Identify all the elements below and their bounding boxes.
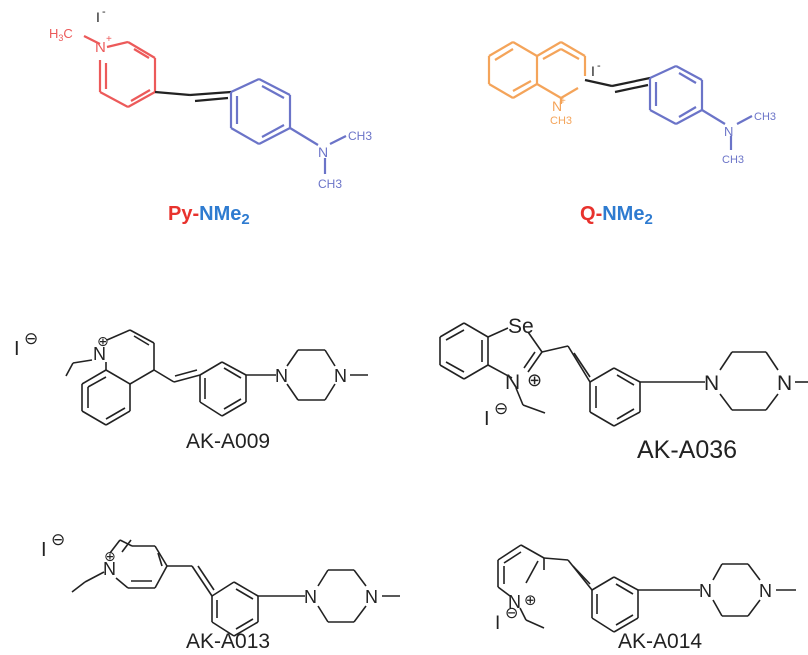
label-q-part: Q bbox=[580, 203, 596, 225]
label-q-subscript: 2 bbox=[644, 210, 653, 228]
label-py-nme-part: NMe bbox=[199, 203, 242, 225]
molecule-ak-a036 bbox=[439, 322, 808, 427]
py-amine-n: N bbox=[318, 144, 328, 160]
molecule-py-nme2: N + H3C I - N CH3 CH3 bbox=[49, 6, 372, 191]
ak-a036-n-piperazine-2: N bbox=[777, 372, 792, 395]
ak-a013-n-piperazine-2: N bbox=[365, 587, 378, 607]
py-amine-benzene bbox=[229, 78, 347, 174]
ak-a009-counter-charge: ⊖ bbox=[24, 329, 38, 348]
label-q-dash: - bbox=[595, 203, 603, 225]
ak-a009-n-charge: ⊕ bbox=[97, 333, 109, 349]
q-amine-methyl-2: CH3 bbox=[722, 154, 744, 166]
label-q-nme-part: NMe bbox=[602, 203, 645, 225]
ak-a014-atoms: N ⊕ I ⊖ N N bbox=[495, 581, 772, 634]
label-ak-a009: AK-A009 bbox=[186, 430, 271, 453]
ak-a013-counter-charge: ⊖ bbox=[51, 530, 65, 549]
ak-a013-n-piperazine-1: N bbox=[304, 587, 317, 607]
q-amine-methyl-1: CH3 bbox=[754, 111, 776, 123]
q-amine-n: N bbox=[724, 124, 733, 139]
ak-a036-n-piperazine-1: N bbox=[704, 372, 719, 395]
label-py-dash: - bbox=[192, 203, 200, 225]
label-ak-a013: AK-A013 bbox=[186, 630, 271, 653]
ak-a009-n-pyridinium: N bbox=[93, 344, 106, 364]
q-amine-benzene bbox=[648, 65, 753, 150]
ak-a014-counter-ion: I bbox=[495, 613, 500, 634]
py-methyl-label: H3C bbox=[49, 26, 73, 43]
q-counter-charge: - bbox=[597, 60, 601, 72]
py-amine-methyl-2: CH3 bbox=[318, 177, 342, 191]
ak-a036-counter-charge: ⊖ bbox=[494, 399, 508, 418]
molecule-q-nme2: N + CH3 I - N CH3 CH3 bbox=[487, 41, 776, 166]
ak-a036-atoms: Se N ⊕ I ⊖ N N bbox=[484, 315, 792, 430]
q-n-atom: N bbox=[552, 98, 562, 114]
ak-a013-counter-ion: I bbox=[41, 539, 47, 561]
ak-a013-n-charge: ⊕ bbox=[104, 548, 116, 564]
ak-a014-n-piperazine-1: N bbox=[699, 581, 712, 601]
label-q-nme2: Q-NMe2 bbox=[580, 203, 653, 228]
molecule-ak-a009 bbox=[65, 329, 368, 426]
ak-a014-n-pyridinium: N bbox=[508, 592, 521, 612]
q-counter-ion: I bbox=[591, 63, 595, 79]
q-vinyl-bridge bbox=[584, 76, 651, 94]
ak-a014-n-charge: ⊕ bbox=[524, 592, 537, 609]
label-ak-a014: AK-A014 bbox=[618, 630, 703, 653]
quinolinium-rings bbox=[487, 41, 587, 104]
py-counter-ion: I bbox=[96, 9, 100, 25]
py-n-charge: + bbox=[106, 34, 112, 45]
ak-a009-atoms: I ⊖ N ⊕ N N bbox=[14, 329, 347, 386]
ak-a013-atoms: I ⊖ N ⊕ N N bbox=[41, 530, 378, 607]
ak-a013-n-pyridinium: N bbox=[103, 559, 116, 579]
q-n-methyl: CH3 bbox=[550, 115, 572, 127]
ak-a036-n-charge: ⊕ bbox=[527, 370, 542, 390]
pyridinium-ring bbox=[83, 35, 157, 108]
ak-a009-counter-ion: I bbox=[14, 338, 20, 360]
molecule-ak-a014 bbox=[497, 544, 796, 633]
py-counter-charge: - bbox=[102, 6, 106, 18]
py-amine-methyl-1: CH3 bbox=[348, 129, 372, 143]
q-n-charge: + bbox=[560, 96, 566, 107]
ak-a009-n-piperazine-1: N bbox=[275, 366, 288, 386]
ak-a009-n-piperazine-2: N bbox=[334, 366, 347, 386]
ak-a014-counter-charge: ⊖ bbox=[505, 605, 518, 622]
molecule-ak-a013 bbox=[71, 539, 400, 637]
label-ak-a036: AK-A036 bbox=[637, 436, 738, 464]
label-py-nme2: Py-NMe2 bbox=[168, 203, 250, 228]
py-n-atom: N bbox=[95, 39, 106, 56]
ak-a036-n-thiazolium: N bbox=[505, 371, 520, 394]
py-vinyl-bridge bbox=[154, 90, 232, 103]
label-py-part: Py bbox=[168, 203, 193, 225]
ak-a036-se-atom: Se bbox=[508, 315, 534, 338]
ak-a014-n-piperazine-2: N bbox=[759, 581, 772, 601]
label-py-subscript: 2 bbox=[241, 210, 250, 228]
ak-a036-counter-ion: I bbox=[484, 408, 490, 430]
